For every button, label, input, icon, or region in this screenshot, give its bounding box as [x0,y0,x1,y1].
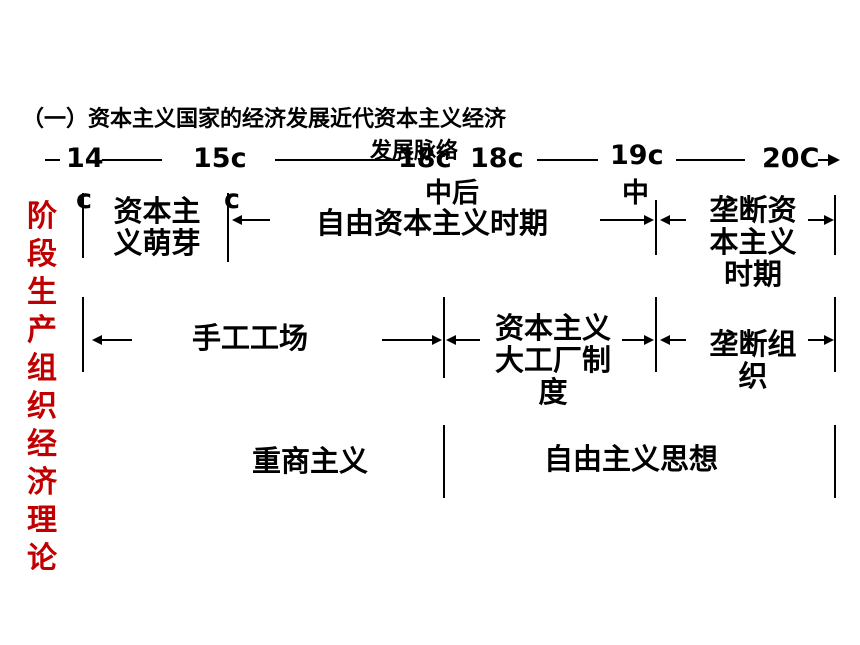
production-factory: 资本主义大工厂制度 [494,311,611,409]
timeline-19c: 19c [610,140,664,171]
theory-mercantilism: 重商主义 [252,444,369,478]
timeline-zhong: 中 [622,178,649,209]
timeline-18c-b: 18c [470,143,524,174]
theory-liberalism: 自由主义思想 [544,442,719,476]
timeline-18c-a: 18c [398,143,452,174]
side-label: 阶段生产组织经济理论 [27,199,57,576]
stage-sprout: 资本主义萌芽 [103,195,211,259]
title-line2: 发展脉络 [370,139,459,164]
timeline-zhonghou: 中后 [425,178,479,209]
timeline-15c: 15c [193,143,247,174]
timeline-c-under-14: c [76,184,93,215]
production-manual: 手工工场 [192,321,309,355]
stage-monopoly: 垄断资本主义时期 [700,194,806,290]
timeline-20c: 20C [762,143,820,174]
production-monopoly-org: 垄断组织 [700,328,806,392]
title-line1: （一）资本主义国家的经济发展近代资本主义经济 [22,107,507,132]
timeline-c-under-15: c [224,184,241,215]
timeline-14: 14 [66,143,104,174]
stage-free: 自由资本主义时期 [316,206,549,240]
